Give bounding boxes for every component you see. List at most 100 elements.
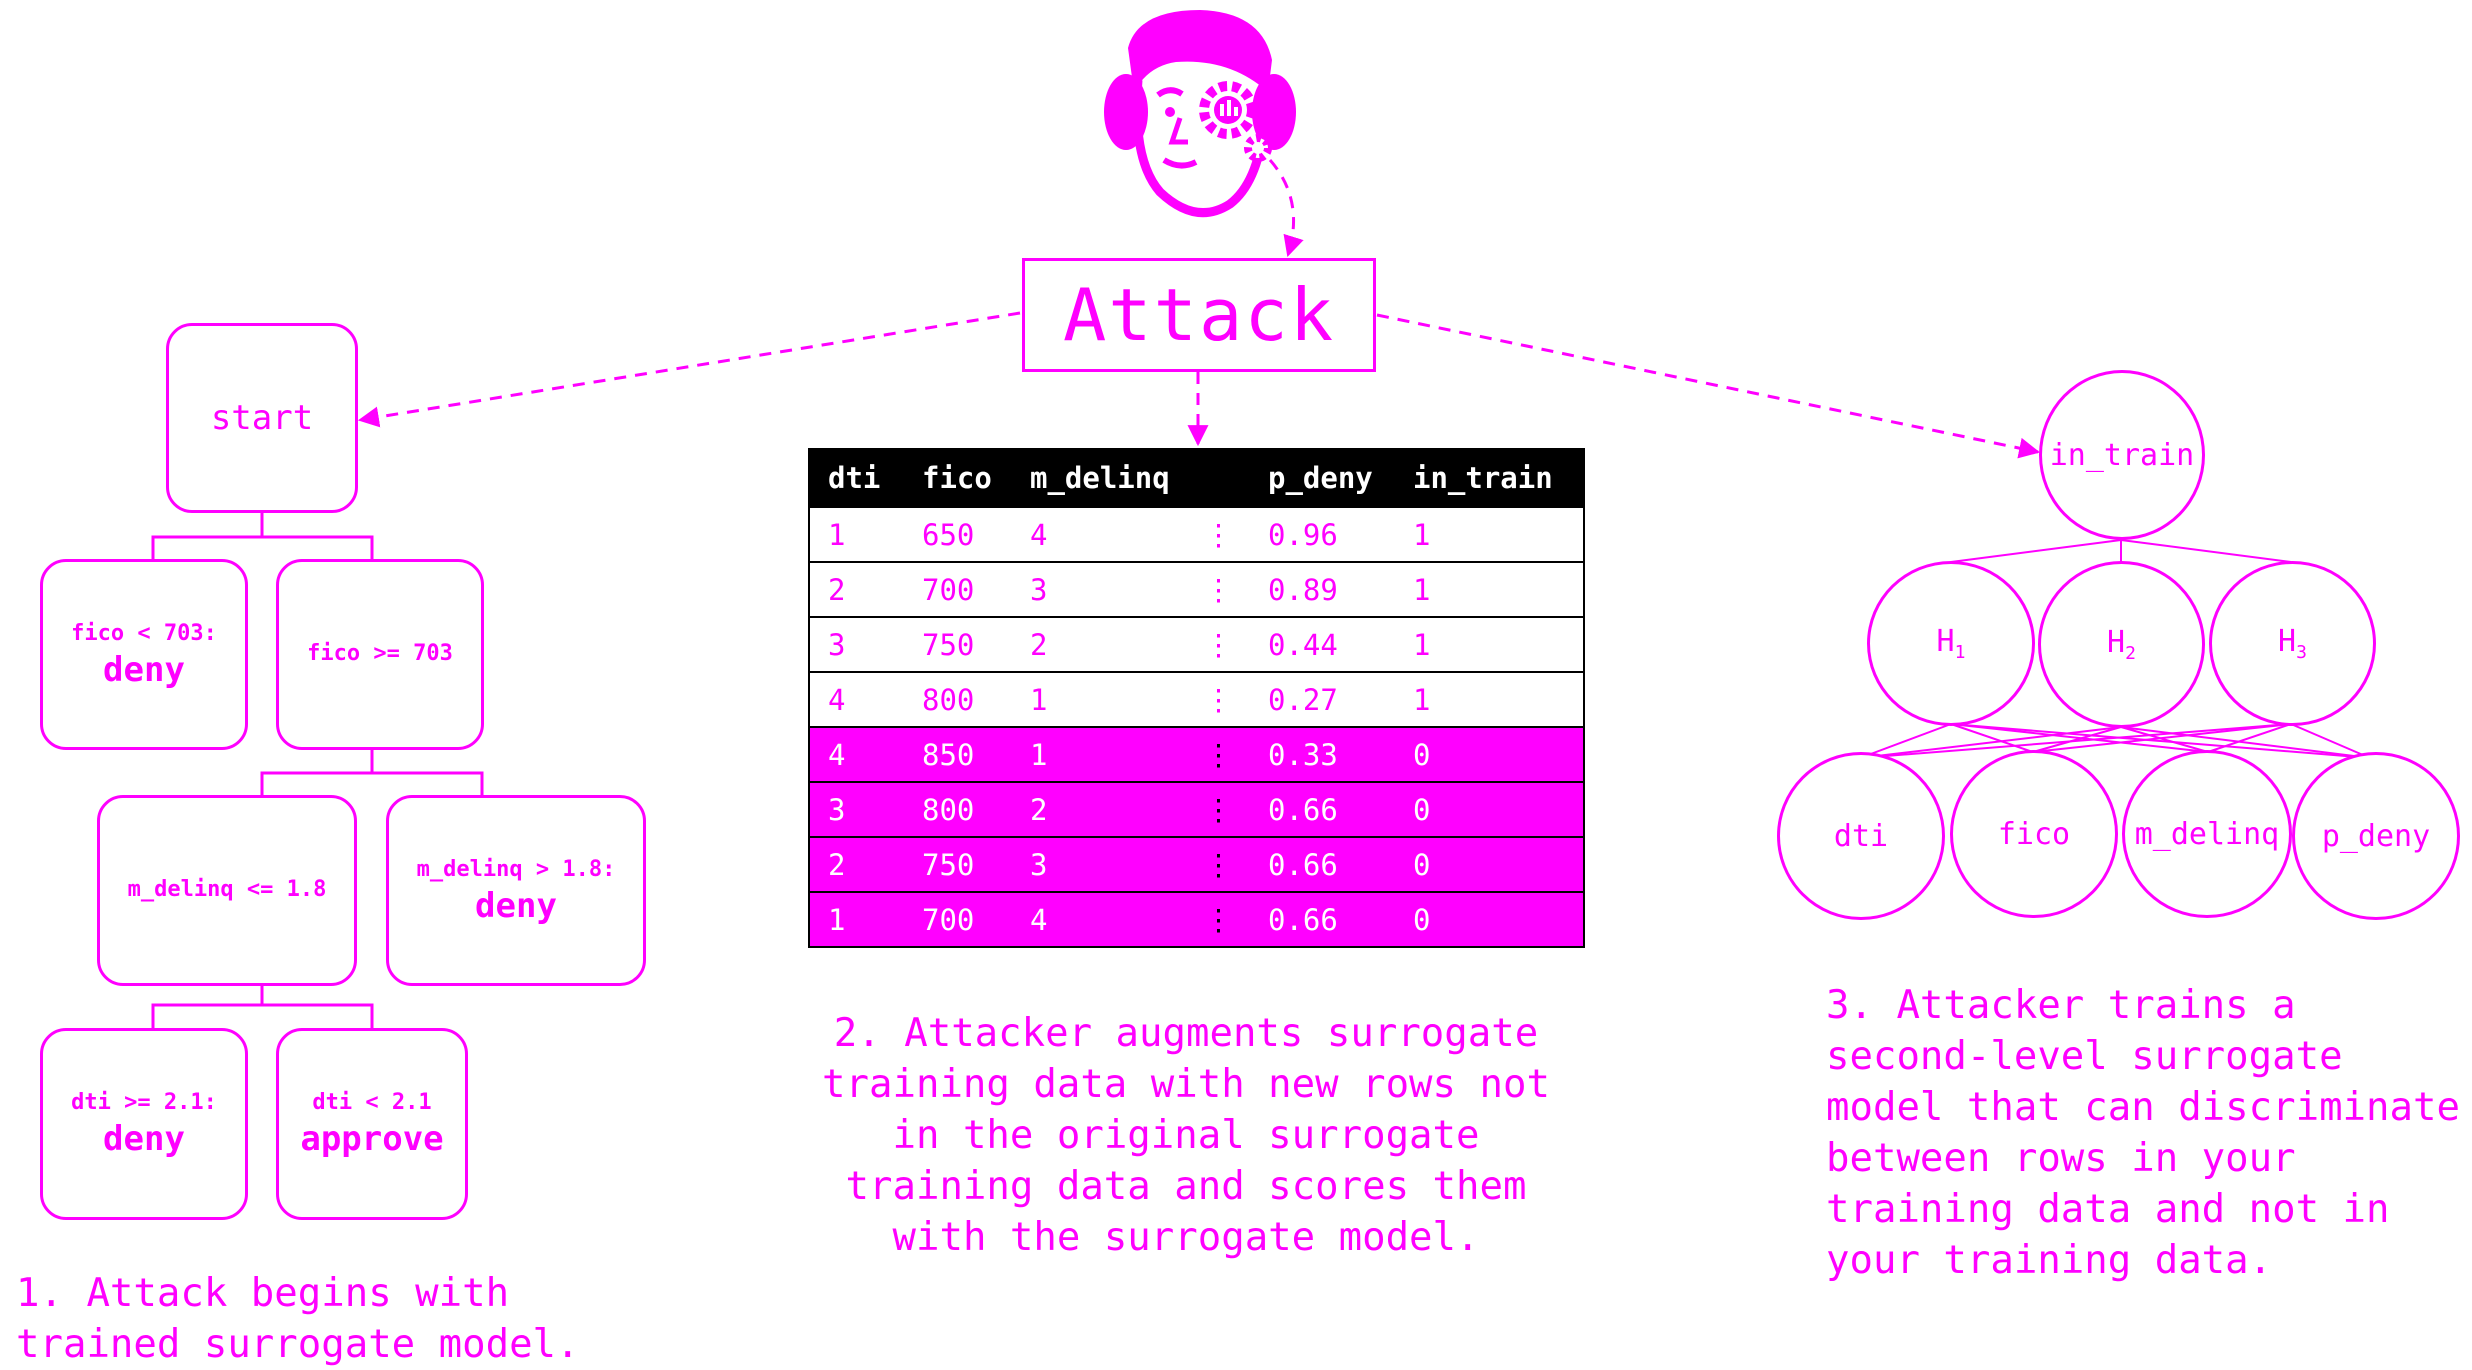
tree-node-dti-lt: dti < 2.1 approve (276, 1028, 468, 1220)
ellipsis-cell: ⋮ (1187, 671, 1250, 727)
table-cell-fico: 750 (904, 616, 1012, 672)
table-cell-fico: 800 (904, 781, 1012, 837)
table-cell-fico: 700 (904, 891, 1012, 947)
tree-node-fico-lt: fico < 703: deny (40, 559, 248, 750)
table-cell-in-train: 0 (1395, 781, 1584, 837)
attack-arrows (357, 159, 2041, 459)
table-cell-dti: 3 (809, 616, 904, 672)
arrow-face-to-attack (1268, 159, 1304, 258)
tree-node-condition: dti >= 2.1: (71, 1090, 217, 1116)
table-cell-p-deny: 0.66 (1250, 836, 1395, 892)
input-node-label: dti (1833, 818, 1889, 854)
tree-node-dti-gte: dti >= 2.1: deny (40, 1028, 248, 1220)
table-cell-dti: 2 (809, 561, 904, 617)
tree-node-condition: fico < 703: (71, 620, 217, 646)
tree-node-fico-gte: fico >= 703 (276, 559, 484, 750)
tree-node-mdelinq-lte: m_delinq <= 1.8 (97, 795, 357, 986)
column-header: p_deny (1250, 449, 1395, 507)
input-node: m_delinq (2122, 750, 2292, 918)
column-header: in_train (1395, 449, 1584, 507)
table-cell-m-delinq: 2 (1012, 781, 1187, 837)
table-cell-fico: 700 (904, 561, 1012, 617)
tree-node-outcome: deny (475, 885, 557, 926)
input-node: dti (1777, 752, 1945, 920)
table-cell-p-deny: 0.66 (1250, 781, 1395, 837)
table-cell-dti: 3 (809, 781, 904, 837)
caption-step3: 3. Attacker trains a second-level surrog… (1826, 983, 2460, 1283)
table-cell-p-deny: 0.89 (1250, 561, 1395, 617)
table-cell-in-train: 0 (1395, 891, 1584, 947)
table-cell-in-train: 1 (1395, 506, 1584, 562)
table-cell-m-delinq: 1 (1012, 726, 1187, 782)
ellipsis-cell: ⋮ (1187, 836, 1250, 892)
tree-root-node: start (166, 323, 358, 513)
table-cell-p-deny: 0.44 (1250, 616, 1395, 672)
arrow-attack-to-network (1376, 313, 2041, 459)
hidden-node-label: H3 (2278, 624, 2307, 663)
input-node-label: fico (1997, 816, 2071, 852)
tree-node-outcome: approve (300, 1119, 444, 1159)
caption-step1: 1. Attack begins with trained surrogate … (16, 1271, 580, 1367)
tree-node-outcome: deny (103, 649, 185, 690)
table-cell-dti: 4 (809, 726, 904, 782)
tree-connectors (151, 512, 484, 1028)
input-node: p_deny (2292, 752, 2460, 920)
hidden-node-label: H2 (2107, 625, 2136, 664)
ellipsis-cell: ⋮ (1187, 891, 1250, 947)
table-cell-in-train: 1 (1395, 561, 1584, 617)
table-cell-m-delinq: 4 (1012, 891, 1187, 947)
table-cell-in-train: 1 (1395, 616, 1584, 672)
network-connectors (1859, 539, 2371, 759)
tree-node-outcome: deny (103, 1119, 185, 1159)
table-cell-fico: 650 (904, 506, 1012, 562)
column-header: dti (809, 449, 904, 507)
tree-node-condition: m_delinq > 1.8: (416, 856, 616, 882)
tree-node-condition: dti < 2.1 (312, 1090, 432, 1116)
table-cell-fico: 850 (904, 726, 1012, 782)
tree-root-label: start (210, 398, 314, 438)
tree-node-condition: fico >= 703 (307, 641, 453, 667)
hidden-node: H2 (2038, 561, 2205, 728)
hidden-node-label: H1 (1936, 624, 1966, 663)
table-cell-dti: 1 (809, 891, 904, 947)
table-cell-in-train: 0 (1395, 726, 1584, 782)
table-header-row: dti fico m_delinq p_deny in_train (809, 449, 1584, 507)
gear-icon (1199, 81, 1272, 162)
ellipsis-cell: ⋮ (1187, 726, 1250, 782)
tree-node-condition: m_delinq <= 1.8 (127, 877, 327, 903)
table-cell-fico: 750 (904, 836, 1012, 892)
tree-node-mdelinq-gt: m_delinq > 1.8: deny (386, 795, 646, 986)
arrow-attack-to-tree (357, 311, 1021, 428)
table-cell-m-delinq: 2 (1012, 616, 1187, 672)
table-cell-in-train: 0 (1395, 836, 1584, 892)
output-node-label: in_train (2049, 437, 2195, 473)
table-cell-p-deny: 0.33 (1250, 726, 1395, 782)
attack-label: Attack (1062, 273, 1336, 357)
table-cell-m-delinq: 3 (1012, 836, 1187, 892)
output-node: in_train (2039, 370, 2205, 540)
table-cell-in-train: 1 (1395, 671, 1584, 727)
table-cell-dti: 1 (809, 506, 904, 562)
attack-box: Attack (1022, 258, 1376, 372)
ellipsis-cell: ⋮ (1187, 561, 1250, 617)
input-node: fico (1950, 750, 2118, 918)
table-cell-m-delinq: 1 (1012, 671, 1187, 727)
table-cell-p-deny: 0.27 (1250, 671, 1395, 727)
hidden-node: H1 (1867, 561, 2035, 726)
table-cell-dti: 4 (809, 671, 904, 727)
table-cell-fico: 800 (904, 671, 1012, 727)
table-cell-p-deny: 0.66 (1250, 891, 1395, 947)
hidden-node: H3 (2209, 561, 2376, 726)
table-cell-m-delinq: 4 (1012, 506, 1187, 562)
ellipsis-cell: ⋮ (1187, 616, 1250, 672)
ellipsis-cell: ⋮ (1187, 506, 1250, 562)
attacker-face-icon (1104, 10, 1296, 218)
